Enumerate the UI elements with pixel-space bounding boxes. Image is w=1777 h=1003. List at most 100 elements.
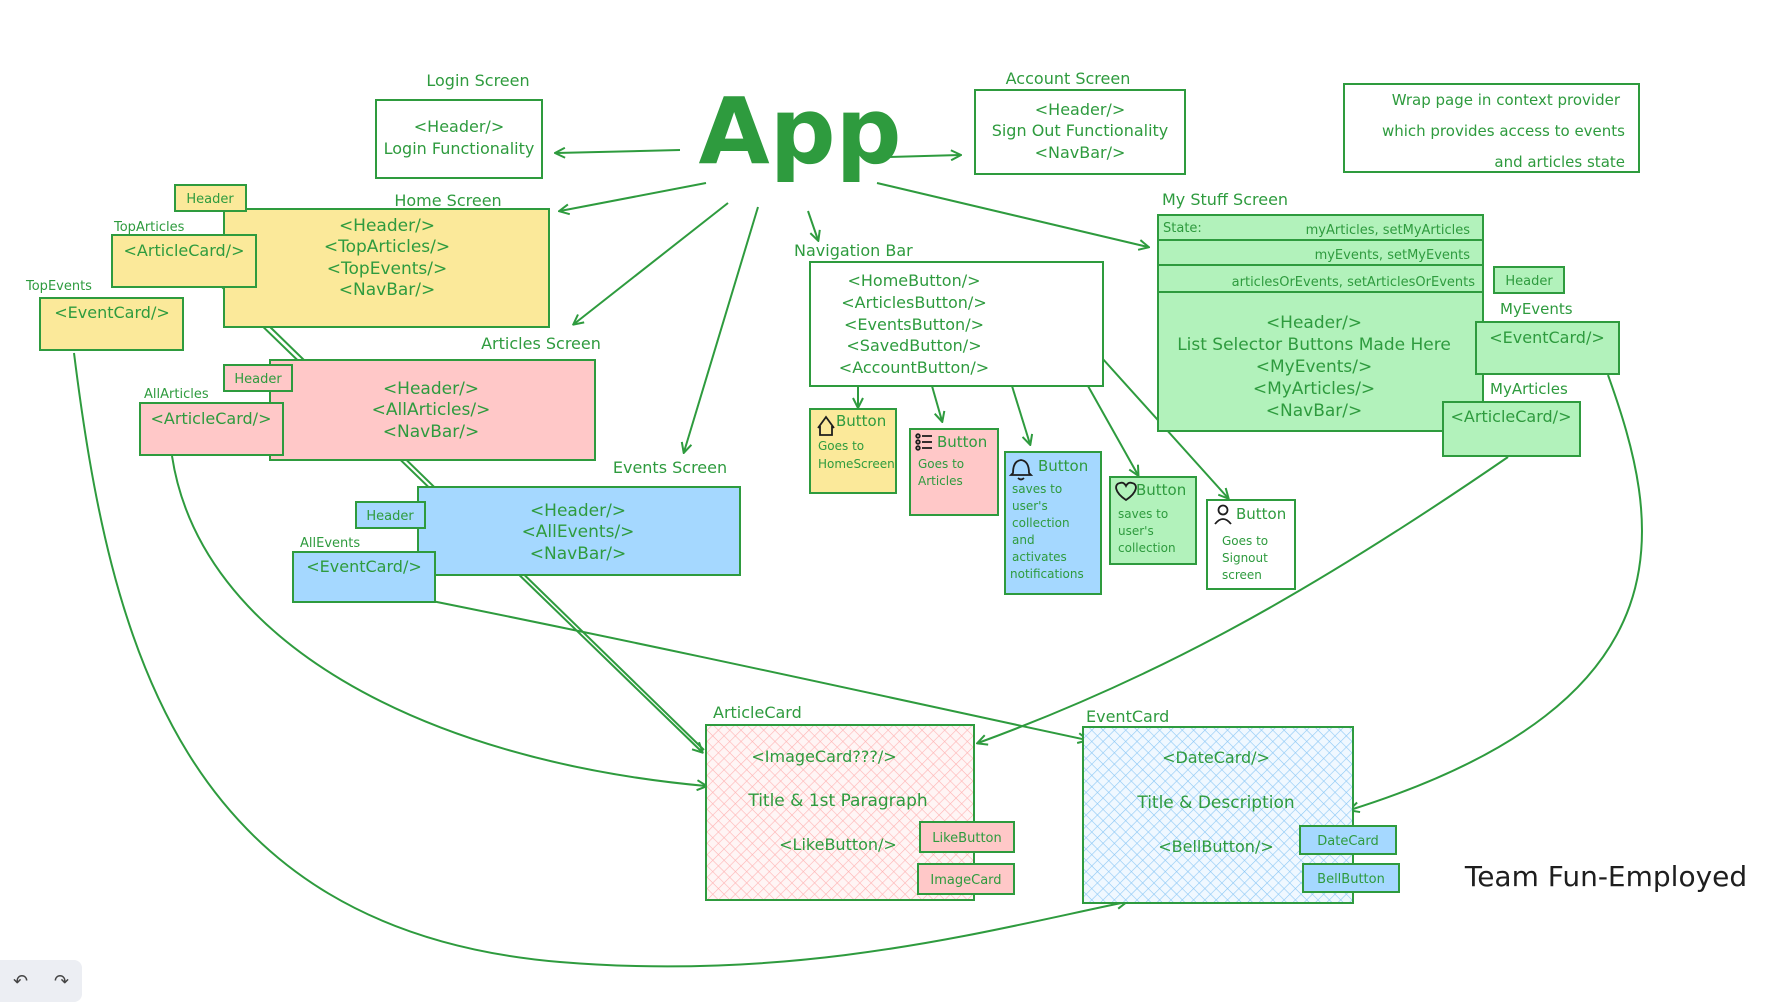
my-stuff-screen: My Stuff Screen State: myArticles, setMy… [1157, 190, 1620, 457]
events-screen: Events Screen <Header/> <AllEvents/> <Na… [292, 458, 741, 603]
navigation-bar: Navigation Bar <HomeButton/> <ArticlesBu… [794, 241, 1104, 387]
home-line-1: <Header/> [339, 216, 435, 236]
note-line-1: Wrap page in context provider [1392, 91, 1621, 109]
articles-button-line-1: Goes to [918, 457, 964, 471]
redo-icon[interactable]: ↷ [53, 970, 70, 992]
like-button-tag-label: LikeButton [932, 831, 1001, 846]
events-line-1: <Header/> [530, 501, 626, 521]
arrow-app-to-login [556, 150, 681, 153]
events-header-tag[interactable] [355, 501, 426, 529]
events-event-card[interactable] [292, 551, 436, 603]
articles-screen-box[interactable] [269, 359, 596, 461]
saved-button-box[interactable] [1109, 476, 1197, 565]
articles-screen-title: Articles Screen [481, 334, 601, 353]
home-event-card[interactable] [39, 297, 184, 351]
home-article-card-label: <ArticleCard/> [124, 241, 245, 260]
saved-button-line-1: saves to [1118, 507, 1168, 521]
home-icon [817, 415, 835, 436]
note-line-3: and articles state [1494, 153, 1625, 171]
account-line-3: <NavBar/> [1035, 143, 1126, 162]
my-stuff-line-1: <Header/> [1266, 313, 1362, 333]
home-screen-box[interactable] [223, 208, 550, 328]
all-articles-label: AllArticles [144, 387, 209, 402]
undo-redo-toolbar: ↶ ↷ [0, 960, 82, 1002]
events-button-line-3: collection [1012, 516, 1070, 530]
list-icon [915, 433, 932, 451]
my-stuff-line-5: <NavBar/> [1266, 401, 1362, 421]
home-button-card: Button Goes to HomeScreen [809, 408, 897, 494]
my-stuff-article-card[interactable] [1442, 401, 1581, 457]
arrow-app-to-account [887, 155, 960, 157]
navbar-line-4: <SavedButton/> [846, 336, 981, 355]
arrow-app-to-articles [574, 202, 729, 324]
heart-icon [1115, 481, 1137, 502]
date-card-tag[interactable] [1299, 825, 1397, 855]
events-screen-title: Events Screen [613, 458, 727, 477]
top-events-label: TopEvents [25, 279, 92, 294]
my-stuff-line-4: <MyArticles/> [1253, 379, 1375, 399]
user-icon [1214, 504, 1232, 525]
events-event-card-label: <EventCard/> [306, 557, 421, 576]
home-article-card[interactable] [111, 234, 257, 288]
article-card-title: ArticleCard [713, 703, 802, 722]
articles-article-card[interactable] [139, 402, 284, 456]
date-card-tag-label: DateCard [1317, 834, 1378, 849]
context-provider-note: Wrap page in context provider which prov… [1343, 83, 1640, 173]
articles-button-box[interactable] [909, 428, 999, 516]
saved-button-title: Button [1136, 481, 1186, 499]
login-screen-box[interactable] [375, 99, 543, 179]
articles-header-tag-label: Header [234, 372, 282, 387]
arrow-app-to-mystuff [876, 182, 1148, 247]
login-screen: Login Screen <Header/> Login Functionali… [375, 71, 543, 179]
home-header-tag[interactable] [174, 184, 247, 212]
account-screen-title: Account Screen [1006, 69, 1131, 88]
image-card-tag[interactable] [917, 863, 1015, 895]
articles-line-1: <Header/> [383, 379, 479, 399]
account-button-line-1: Goes to [1222, 534, 1268, 548]
navbar-line-2: <ArticlesButton/> [841, 293, 986, 312]
undo-icon[interactable]: ↶ [12, 970, 29, 992]
login-line-1: <Header/> [414, 117, 504, 136]
bell-button-tag[interactable] [1302, 863, 1400, 893]
arrow-app-to-navbar [807, 210, 818, 240]
bell-icon [1008, 459, 1034, 481]
home-line-3: <TopEvents/> [327, 259, 447, 279]
articles-button-title: Button [937, 433, 987, 451]
navigation-bar-box[interactable] [809, 261, 1104, 387]
events-line-3: <NavBar/> [530, 544, 626, 564]
my-stuff-header-tag-label: Header [1505, 274, 1553, 289]
navbar-line-1: <HomeButton/> [847, 271, 980, 290]
events-button-line-4: and [1012, 533, 1035, 547]
articles-button-line-2: Articles [918, 474, 963, 488]
login-line-2: Login Functionality [384, 139, 535, 158]
login-screen-title: Login Screen [426, 71, 529, 90]
my-stuff-event-card[interactable] [1475, 321, 1620, 375]
events-button-title: Button [1038, 457, 1088, 475]
note-line-2: which provides access to events [1382, 122, 1625, 140]
my-stuff-header-tag[interactable] [1493, 266, 1565, 294]
article-card-line-1: <ImageCard???/> [751, 747, 896, 766]
articles-button-card: Button Goes to Articles [909, 428, 999, 516]
event-card-line-1: <DateCard/> [1162, 748, 1270, 767]
like-button-tag[interactable] [919, 821, 1015, 853]
note-box[interactable] [1343, 83, 1640, 173]
articles-header-tag[interactable] [223, 364, 293, 392]
articles-line-3: <NavBar/> [383, 422, 479, 442]
saved-button-card: Button saves to user's collection [1109, 476, 1197, 565]
article-card-line-2: Title & 1st Paragraph [747, 791, 927, 811]
navbar-line-5: <AccountButton/> [839, 358, 989, 377]
events-screen-box[interactable] [417, 486, 741, 576]
arrow-myarticles-to-articlecard [978, 456, 1509, 743]
home-button-box[interactable] [809, 408, 897, 494]
account-button-line-3: screen [1222, 568, 1262, 582]
arrow-allarticles-to-card [171, 455, 706, 786]
my-articles-label: MyArticles [1490, 380, 1568, 398]
account-screen-box[interactable] [974, 89, 1186, 175]
state-row-2: myEvents, setMyEvents [1315, 248, 1471, 263]
my-stuff-line-3: <MyEvents/> [1256, 357, 1373, 377]
events-button-card: Button saves to user's collection and ac… [1004, 451, 1102, 595]
arrow-app-to-events [684, 206, 759, 452]
events-header-tag-label: Header [366, 509, 414, 524]
home-screen: Home Screen <Header/> <TopArticles/> <To… [25, 184, 550, 351]
